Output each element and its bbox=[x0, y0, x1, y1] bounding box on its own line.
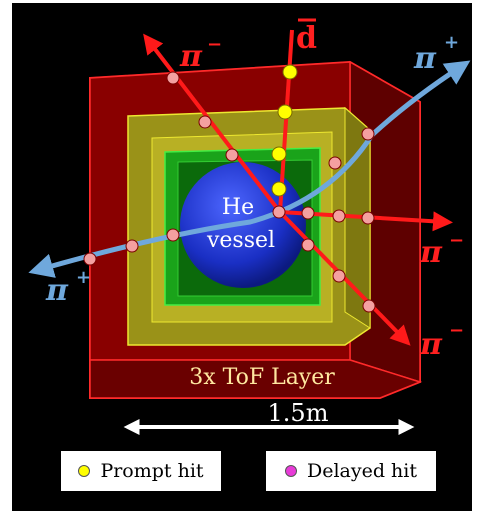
track-hits bbox=[83, 71, 376, 313]
minus-superscript: − bbox=[449, 320, 464, 341]
tof-layer-label: 3x ToF Layer bbox=[189, 365, 335, 390]
minus-superscript: − bbox=[449, 230, 464, 251]
vessel-label: vessel bbox=[206, 228, 275, 253]
hit-marker bbox=[166, 228, 180, 242]
hit-marker bbox=[328, 156, 342, 170]
pion-minus-label-top: π bbox=[179, 39, 203, 74]
legend-prompt-hit: Prompt hit bbox=[59, 449, 223, 493]
pion-plus-label-top: π bbox=[413, 41, 437, 76]
dbar-label: d bbox=[296, 21, 317, 56]
hit-marker bbox=[272, 205, 286, 219]
hit-marker bbox=[361, 211, 375, 225]
legend-prompt-label: Prompt hit bbox=[100, 460, 204, 482]
hit-marker bbox=[166, 71, 180, 85]
prompt-hit-marker bbox=[277, 104, 293, 120]
hit-marker bbox=[301, 206, 315, 220]
he-label: He bbox=[222, 195, 254, 220]
delayed-hit-dot-icon bbox=[284, 465, 297, 477]
pion-minus-label-lower: π bbox=[419, 327, 443, 362]
prompt-hit-dot-icon bbox=[78, 465, 91, 477]
hit-marker bbox=[332, 269, 346, 283]
minus-superscript: − bbox=[207, 34, 222, 55]
prompt-hit-marker bbox=[271, 181, 287, 197]
hit-marker bbox=[125, 239, 139, 253]
prompt-hit-marker bbox=[271, 146, 287, 162]
scale-label: 1.5m bbox=[268, 399, 329, 427]
hit-marker bbox=[225, 148, 239, 162]
particle-labels: π − d π + π − π − π + bbox=[45, 18, 464, 362]
hit-marker bbox=[361, 127, 375, 141]
dbar-track bbox=[278, 29, 294, 213]
hit-marker bbox=[332, 209, 346, 223]
legend-delayed-label: Delayed hit bbox=[306, 460, 417, 482]
hit-marker bbox=[198, 115, 212, 129]
prompt-hit-marker bbox=[282, 64, 298, 80]
legend-delayed-hit: Delayed hit bbox=[264, 449, 438, 493]
hit-marker bbox=[301, 238, 315, 252]
pion-minus-label-right: π bbox=[419, 235, 443, 270]
pion-minus-track-upper bbox=[143, 33, 282, 214]
plus-superscript: + bbox=[76, 267, 91, 288]
pion-plus-label-left: π bbox=[45, 273, 69, 308]
hit-marker bbox=[83, 252, 97, 266]
prompt-hits bbox=[271, 64, 298, 197]
hit-marker bbox=[362, 299, 376, 313]
plus-superscript: + bbox=[444, 32, 459, 53]
